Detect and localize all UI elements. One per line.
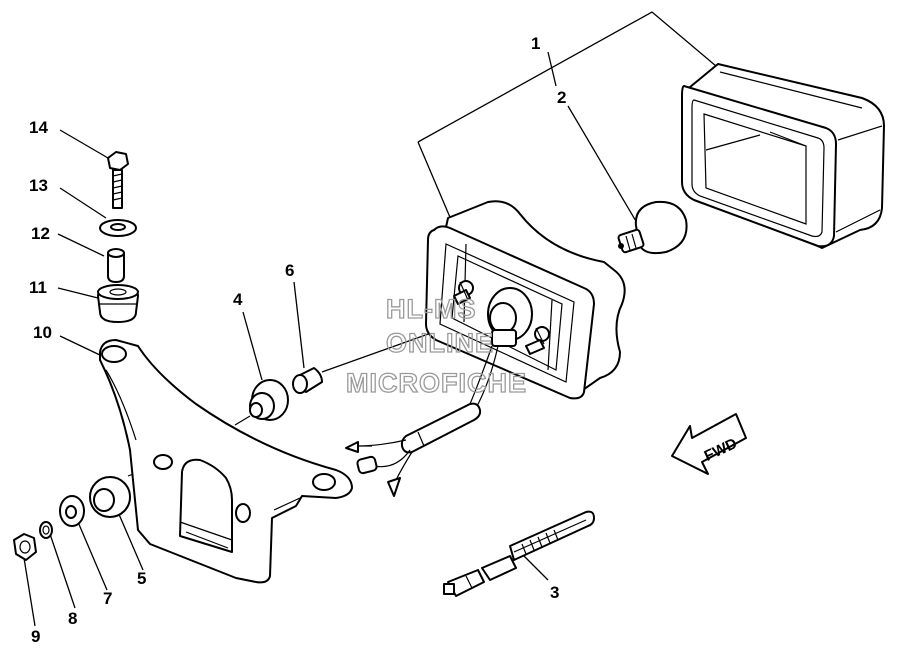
leader-lines <box>23 11 717 627</box>
callout-5: 5 <box>137 569 146 588</box>
watermark-line-3: MICROFICHE <box>346 368 527 398</box>
bulb-part-2 <box>617 200 688 255</box>
watermark: HL-MS ONLINE MICROFICHE <box>345 293 527 398</box>
callout-14: 14 <box>29 118 48 137</box>
watermark-line-2: ONLINE <box>386 328 494 358</box>
wire-harness <box>345 402 482 497</box>
wire-band-part-3 <box>443 510 595 597</box>
nut-part-9 <box>13 533 37 561</box>
callout-4: 4 <box>233 290 243 309</box>
callout-9: 9 <box>31 627 40 646</box>
callout-12: 12 <box>31 224 50 243</box>
bracket-part-10 <box>99 339 353 584</box>
callout-numbers: 1 2 3 4 5 6 7 8 9 10 11 12 13 14 <box>29 34 566 646</box>
callout-2: 2 <box>557 88 566 107</box>
tail-lamp-housing <box>425 200 626 409</box>
tail-lamp-lens-part-1 <box>681 63 885 249</box>
callout-3: 3 <box>550 583 559 602</box>
rubber-mount-part-5 <box>89 476 131 518</box>
collar-part-12 <box>107 248 125 283</box>
washer-part-13 <box>99 219 137 237</box>
callout-7: 7 <box>103 589 112 608</box>
watermark-line-1: HL-MS <box>386 294 476 324</box>
callout-6: 6 <box>285 261 294 280</box>
callout-11: 11 <box>29 278 47 297</box>
collar-part-6 <box>292 367 323 394</box>
callout-13: 13 <box>29 176 48 195</box>
grommet-part-4 <box>249 379 289 421</box>
callout-8: 8 <box>68 609 77 628</box>
washer-part-7 <box>59 495 85 527</box>
grommet-part-11 <box>97 284 139 323</box>
callout-10: 10 <box>33 323 52 342</box>
callout-1: 1 <box>531 34 540 53</box>
lock-washer-part-8 <box>39 521 53 539</box>
bolt-part-14 <box>107 151 129 209</box>
forward-direction-arrow: FWD <box>671 413 747 475</box>
